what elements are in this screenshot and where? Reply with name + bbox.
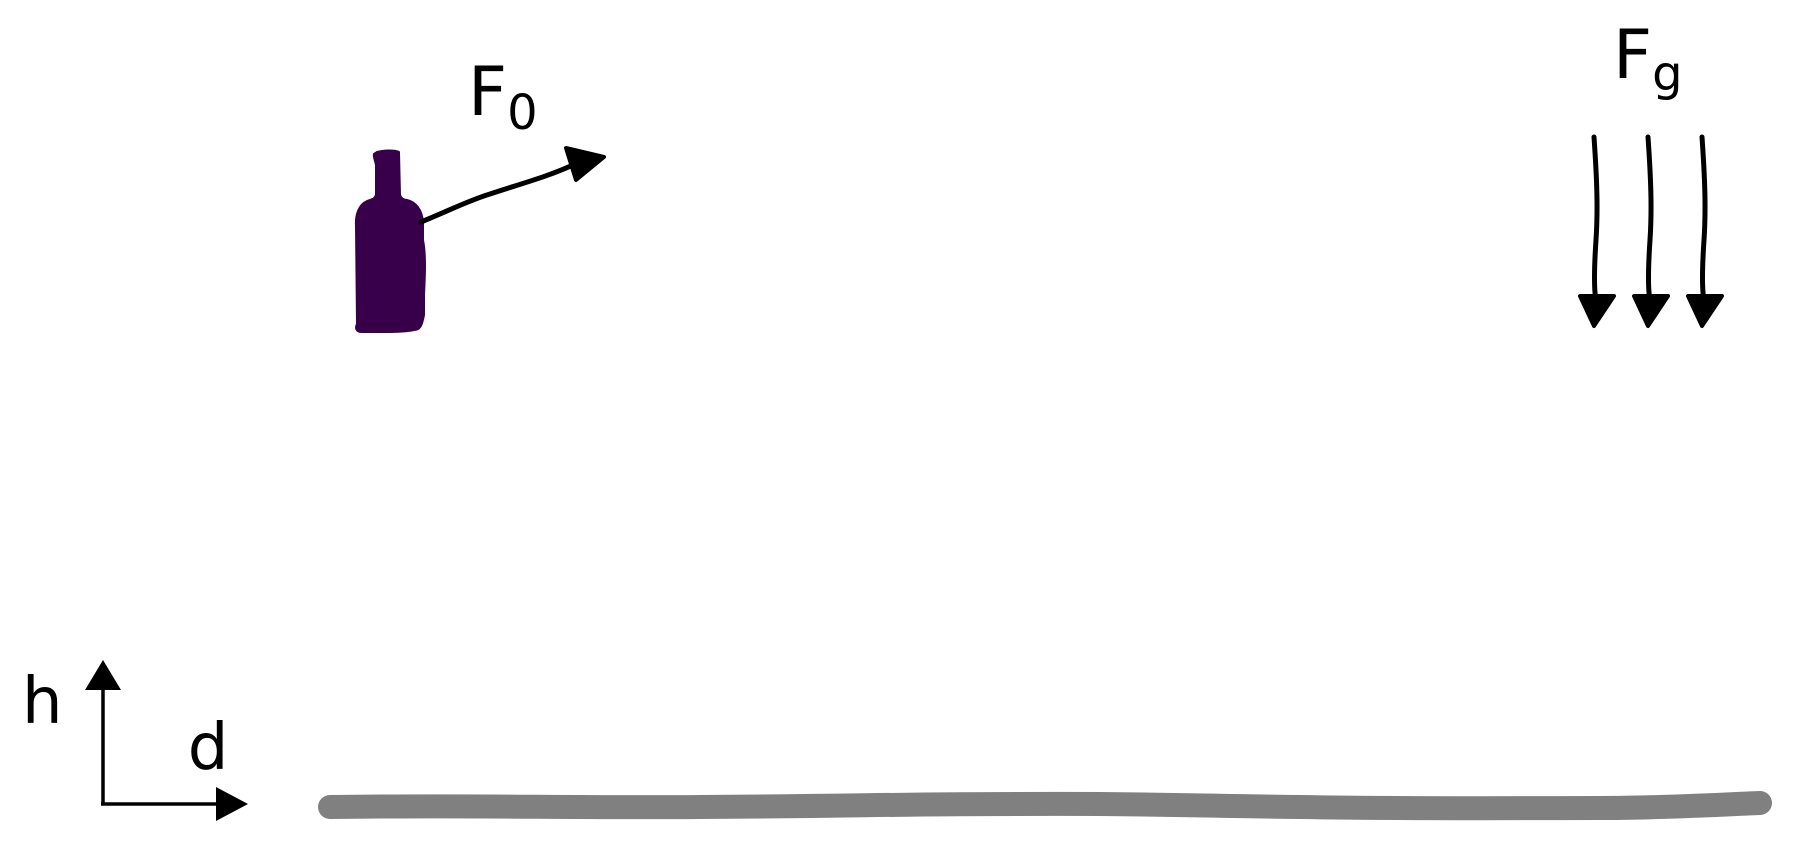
- gravity-force-arrows: [1578, 134, 1724, 328]
- horizontal-axis-arrowhead: [216, 787, 248, 821]
- ground-line: [318, 791, 1772, 821]
- gravity-arrow: [1632, 134, 1670, 328]
- gravity-arrow-shaft: [1645, 134, 1654, 303]
- gravity-arrow-head: [1686, 294, 1724, 328]
- gravity-arrow-head: [1578, 294, 1616, 328]
- initial-force-label-base: F: [468, 53, 507, 132]
- initial-force-arrow: [418, 146, 606, 225]
- horizontal-axis-label: d: [188, 711, 229, 785]
- gravity-arrow-shaft: [1699, 134, 1708, 303]
- initial-force-label-subscript: 0: [507, 85, 538, 141]
- gravity-force-label: Fg: [1613, 16, 1683, 102]
- vertical-axis-arrowhead: [85, 660, 121, 690]
- initial-force-shaft: [418, 161, 578, 225]
- axes: h d: [22, 660, 248, 821]
- gravity-force-label-subscript: g: [1652, 46, 1682, 102]
- gravity-arrow-head: [1632, 294, 1670, 328]
- gravity-arrow: [1578, 134, 1616, 328]
- initial-force-label: F0: [468, 53, 538, 141]
- bottle-icon: [354, 149, 426, 333]
- gravity-arrow-shaft: [1591, 134, 1600, 303]
- initial-force-arrowhead: [564, 146, 606, 182]
- vertical-axis-label: h: [22, 665, 63, 739]
- gravity-arrow: [1686, 134, 1724, 328]
- gravity-force-label-base: F: [1613, 16, 1652, 95]
